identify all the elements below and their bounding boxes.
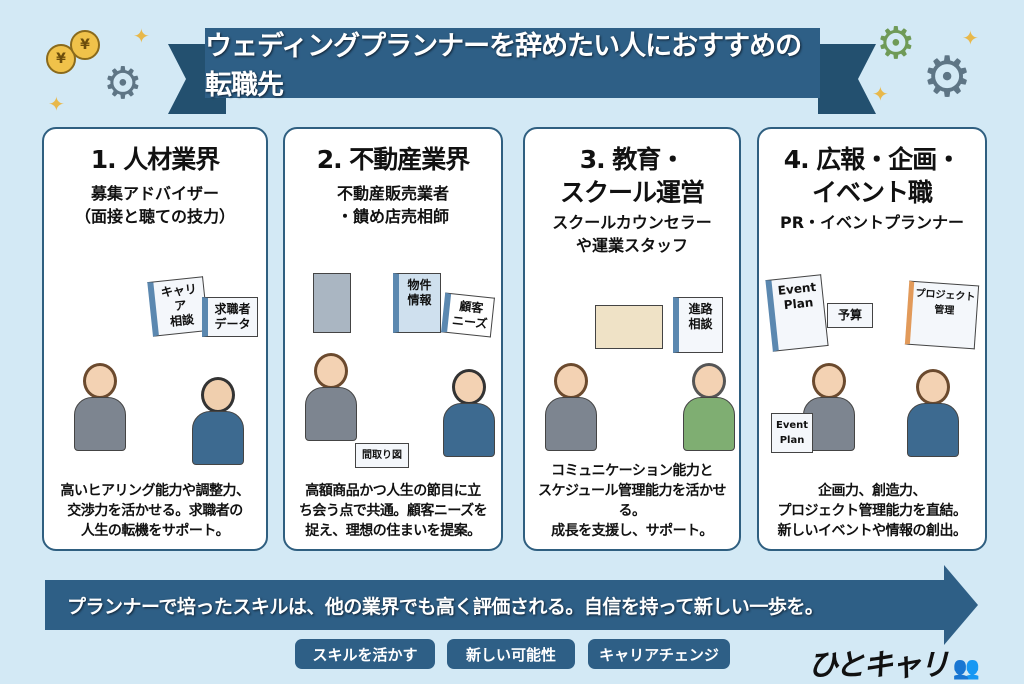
person-counselor: [545, 363, 597, 453]
card-description: 高いヒアリング能力や調整力、 交渉力を活かせる。求職者の 人生の転機をサポート。: [60, 483, 251, 539]
yen-coin-icon: ¥: [70, 30, 100, 60]
gear-icon: ⚙: [922, 45, 973, 110]
card-subtitle: PR・イベントプランナー: [779, 213, 965, 232]
sparkle-icon: ✦: [133, 24, 150, 48]
illustration-school: 進路 相談: [533, 293, 735, 473]
gear-icon: ⚙: [876, 18, 916, 69]
card-heading: 1. 人材業界: [90, 145, 221, 174]
card-description: 高額商品かつ人生の節目に立 ち会う点で共通。顧客ニーズを 捉え、理想の住まいを提…: [298, 483, 488, 539]
doc-label: 進路 相談: [673, 297, 723, 353]
doc-label: 求職者 データ: [202, 297, 258, 337]
doc-label: 予算: [827, 303, 873, 328]
message-arrow: プランナーで培ったスキルは、他の業界でも高く評価される。自信を持って新しい一歩を…: [45, 580, 945, 630]
illustration-real-estate: 物件 情報 顧客 ニーズ 間取り図: [293, 273, 495, 473]
tag-career-change: キャリアチェンジ: [588, 639, 730, 669]
person-job-seeker: [192, 377, 244, 467]
illustration-events: Event Plan 予算 プロジェクト 管理 Event Plan: [765, 273, 980, 473]
doc-label: 物件 情報: [393, 273, 441, 333]
gear-icon: ⚙: [103, 58, 143, 109]
doc-label: 間取り図: [355, 443, 409, 468]
building-icon: [313, 273, 351, 333]
person-staff: [683, 363, 735, 453]
card-description: コミュニケーション能力と スケジュール管理能力を活かせる。 成長を支援し、サポー…: [537, 463, 727, 539]
person-agent: [305, 353, 357, 443]
school-building-icon: [595, 305, 663, 349]
doc-label: キャリア 相談: [147, 276, 209, 337]
card-heading: 3. 教育・ スクール運営: [559, 145, 705, 207]
page-title: ウェディングプランナーを辞めたい人におすすめの転職先: [205, 28, 820, 101]
doc-label: Event Plan: [771, 413, 813, 453]
logo-text: ひとキャリ: [808, 648, 949, 683]
career-card-hr: 1. 人材業界 募集アドバイザー （面接と聴ての技力） キャリア 相談 求職者 …: [42, 127, 268, 551]
illustration-recruiting: キャリア 相談 求職者 データ: [52, 273, 258, 473]
person-customer: [443, 369, 495, 459]
card-subtitle: 不動産販売業者 ・饋め店売相師: [336, 184, 449, 226]
career-card-education: 3. 教育・ スクール運営 スクールカウンセラー や運業スタッフ 進路 相談 コ…: [523, 127, 741, 551]
card-subtitle: 募集アドバイザー （面接と聴ての技力）: [74, 184, 235, 226]
doc-label: プロジェクト 管理: [904, 280, 980, 350]
career-card-real-estate: 2. 不動産業界 不動産販売業者 ・饋め店売相師 物件 情報 顧客 ニーズ 間取…: [283, 127, 503, 551]
card-description: 企画力、創造力、 プロジェクト管理能力を直結。 新しいイベントや情報の創出。: [777, 483, 968, 539]
brand-logo: ひとキャリ 👥: [808, 640, 980, 684]
card-heading: 4. 広報・企画・ イベント職: [783, 145, 962, 207]
people-icon: 👥: [947, 656, 980, 681]
doc-label: 顧客 ニーズ: [441, 292, 495, 338]
tag-new-possibilities: 新しい可能性: [447, 639, 575, 669]
sparkle-icon: ✦: [872, 82, 889, 106]
banner-ribbon-right: [818, 44, 876, 114]
sparkle-icon: ✦: [962, 26, 979, 50]
doc-label: Event Plan: [765, 274, 829, 352]
sparkle-icon: ✦: [48, 92, 65, 116]
person-colleague: [907, 369, 959, 459]
career-card-pr-events: 4. 広報・企画・ イベント職 PR・イベントプランナー Event Plan …: [757, 127, 987, 551]
card-heading: 2. 不動産業界: [316, 145, 471, 174]
person-advisor: [74, 363, 126, 453]
tag-use-skills: スキルを活かす: [295, 639, 435, 669]
card-subtitle: スクールカウンセラー や運業スタッフ: [552, 213, 712, 255]
arrow-head: [944, 565, 978, 645]
